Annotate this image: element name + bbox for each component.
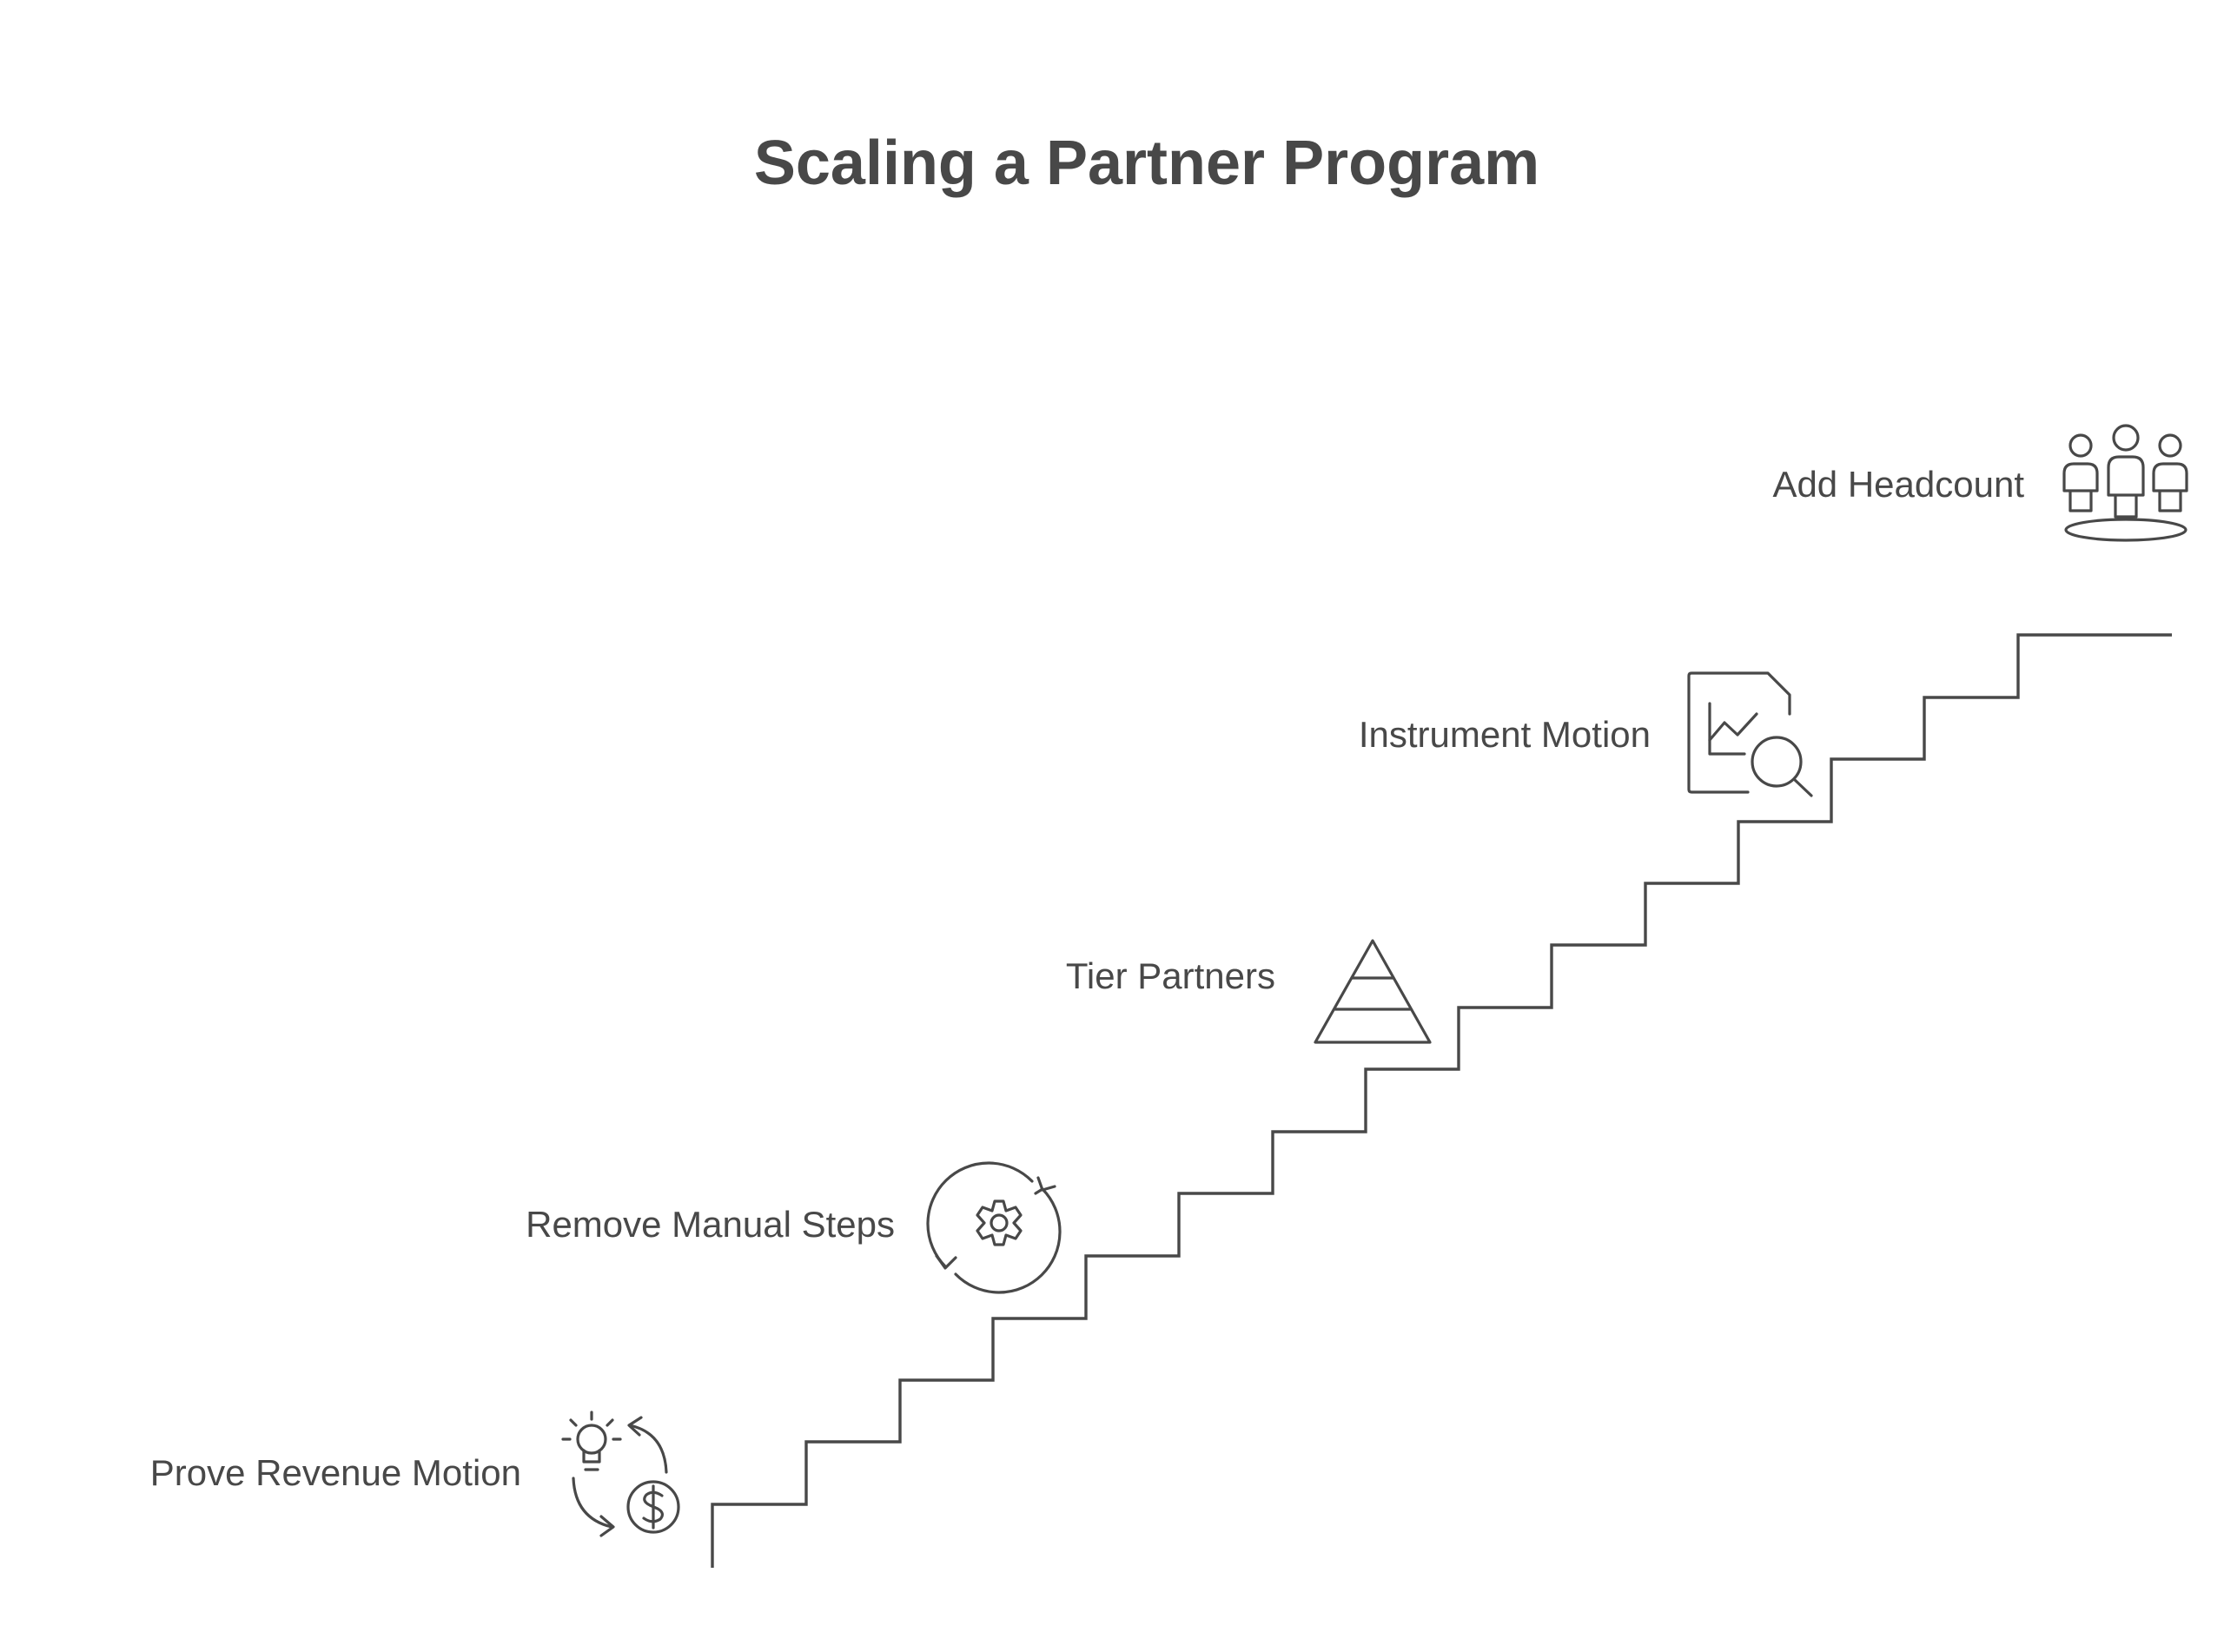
step-label: Prove Revenue Motion (150, 1452, 521, 1493)
step-label: Tier Partners (1066, 955, 1275, 996)
idea-to-money-cycle-icon (561, 1411, 680, 1537)
step-prove-revenue-motion: Prove Revenue Motion (150, 1411, 680, 1537)
step-label: Instrument Motion (1359, 714, 1651, 755)
chart-analysis-icon (1687, 671, 1813, 797)
step-instrument-motion: Instrument Motion (1359, 671, 1813, 797)
team-icon (2062, 424, 2188, 542)
staircase-line (711, 633, 2172, 1568)
step-tier-partners: Tier Partners (1066, 939, 1432, 1044)
pyramid-icon (1314, 939, 1432, 1044)
step-label: Add Headcount (1772, 464, 2024, 505)
step-label: Remove Manual Steps (526, 1204, 895, 1245)
step-add-headcount: Add Headcount (1772, 424, 2188, 542)
diagram-title: Scaling a Partner Program (754, 129, 1539, 198)
gear-cycle-icon (926, 1161, 1062, 1294)
step-remove-manual-steps: Remove Manual Steps (526, 1161, 1062, 1294)
